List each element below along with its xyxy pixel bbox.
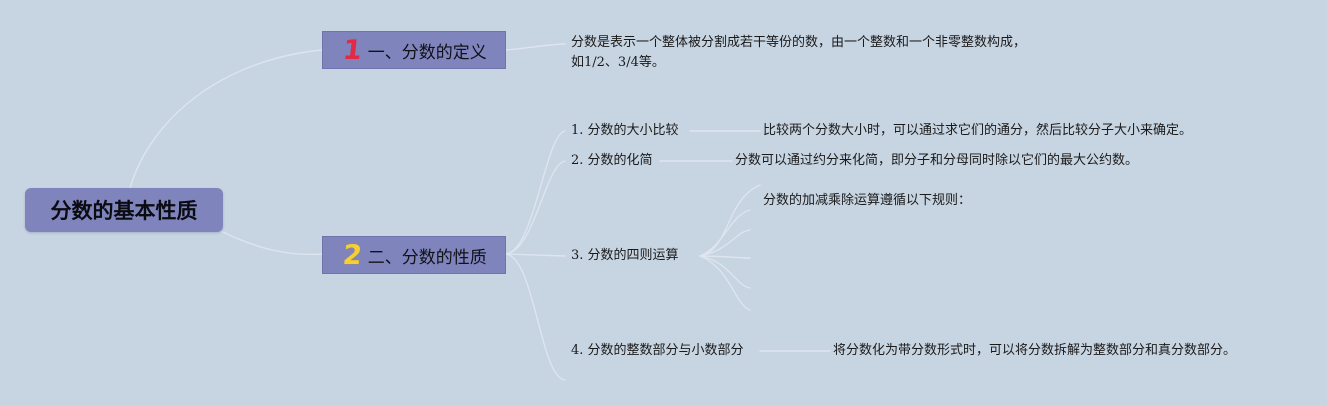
connector-properties-to-sub3 bbox=[505, 253, 566, 257]
number-two-icon: 2 bbox=[341, 239, 364, 271]
subtopic-arithmetic[interactable]: 3. 分数的四则运算 bbox=[571, 248, 679, 263]
definition-line-1: 分数是表示一个整体被分割成若干等份的数，由一个整数和一个非零整数构成， bbox=[571, 35, 1027, 50]
branch-properties-label: 二、分数的性质 bbox=[367, 247, 487, 268]
connector-definition-to-text bbox=[505, 43, 566, 51]
number-one-icon: 1 bbox=[341, 34, 364, 66]
connector-root-to-definition bbox=[129, 49, 323, 189]
subtopic-integer-decimal-parts[interactable]: 4. 分数的整数部分与小数部分 bbox=[571, 343, 744, 358]
detail-integer-decimal-parts: 将分数化为带分数形式时，可以将分数拆解为整数部分和真分数部分。 bbox=[833, 343, 1237, 358]
definition-text: 分数是表示一个整体被分割成若干等份的数，由一个整数和一个非零整数构成， 如1/2… bbox=[571, 33, 1026, 73]
branch-definition-label: 一、分数的定义 bbox=[367, 42, 487, 63]
connector-properties-to-sub1 bbox=[505, 130, 566, 255]
connector-sub3-rule-top bbox=[699, 184, 761, 257]
detail-size-comparison: 比较两个分数大小时，可以通过求它们的通分，然后比较分子大小来确定。 bbox=[763, 123, 1193, 138]
connector-properties-to-sub2 bbox=[505, 160, 566, 255]
detail-arithmetic: 分数的加减乘除运算遵循以下规则： bbox=[763, 193, 972, 208]
root-topic[interactable]: 分数的基本性质 bbox=[25, 188, 223, 232]
branch-properties[interactable]: 2 二、分数的性质 bbox=[322, 236, 506, 274]
subtopic-size-comparison[interactable]: 1. 分数的大小比较 bbox=[571, 123, 679, 138]
branch-definition[interactable]: 1 一、分数的定义 bbox=[322, 31, 506, 69]
connector-properties-to-sub4 bbox=[505, 253, 566, 381]
detail-simplification: 分数可以通过约分来化简，即分子和分母同时除以它们的最大公约数。 bbox=[735, 153, 1139, 168]
connector-root-to-properties bbox=[222, 231, 323, 256]
definition-line-2: 如1/2、3/4等。 bbox=[571, 55, 665, 70]
subtopic-simplification[interactable]: 2. 分数的化简 bbox=[571, 153, 653, 168]
